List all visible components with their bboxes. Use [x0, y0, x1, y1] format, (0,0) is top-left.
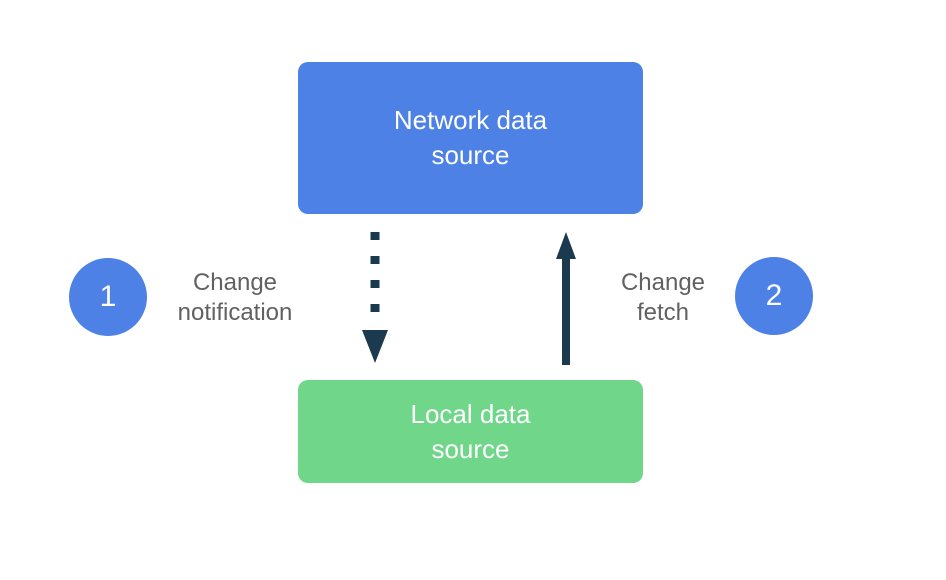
step-1-label: Change notification — [150, 268, 320, 328]
step-2-badge: 2 — [735, 257, 813, 335]
step-1-number: 1 — [99, 280, 117, 313]
step-1-label-line2: notification — [177, 299, 293, 326]
dotted-arrow-head — [362, 330, 388, 363]
step-1-label-line1: Change — [192, 269, 278, 296]
network-data-source-label: Network data source — [394, 103, 547, 173]
local-data-source-node: Local data source — [298, 380, 643, 483]
change-fetch-arrow-up-solid-icon — [556, 232, 576, 365]
local-label-line2: source — [431, 433, 510, 464]
step-2-label: Change fetch — [578, 268, 748, 328]
network-data-source-node: Network data source — [298, 62, 643, 214]
network-label-line2: source — [431, 140, 510, 170]
change-notification-arrow-down-dotted-icon — [362, 232, 388, 363]
step-2-number: 2 — [765, 279, 783, 312]
solid-arrow-head — [556, 232, 576, 259]
step-1-badge: 1 — [69, 258, 147, 336]
local-label-line1: Local data — [410, 398, 531, 429]
step-2-label-line1: Change — [620, 269, 706, 296]
step-2-label-line2: fetch — [636, 299, 690, 326]
local-data-source-label: Local data source — [411, 397, 531, 467]
network-label-line1: Network data — [393, 105, 548, 135]
